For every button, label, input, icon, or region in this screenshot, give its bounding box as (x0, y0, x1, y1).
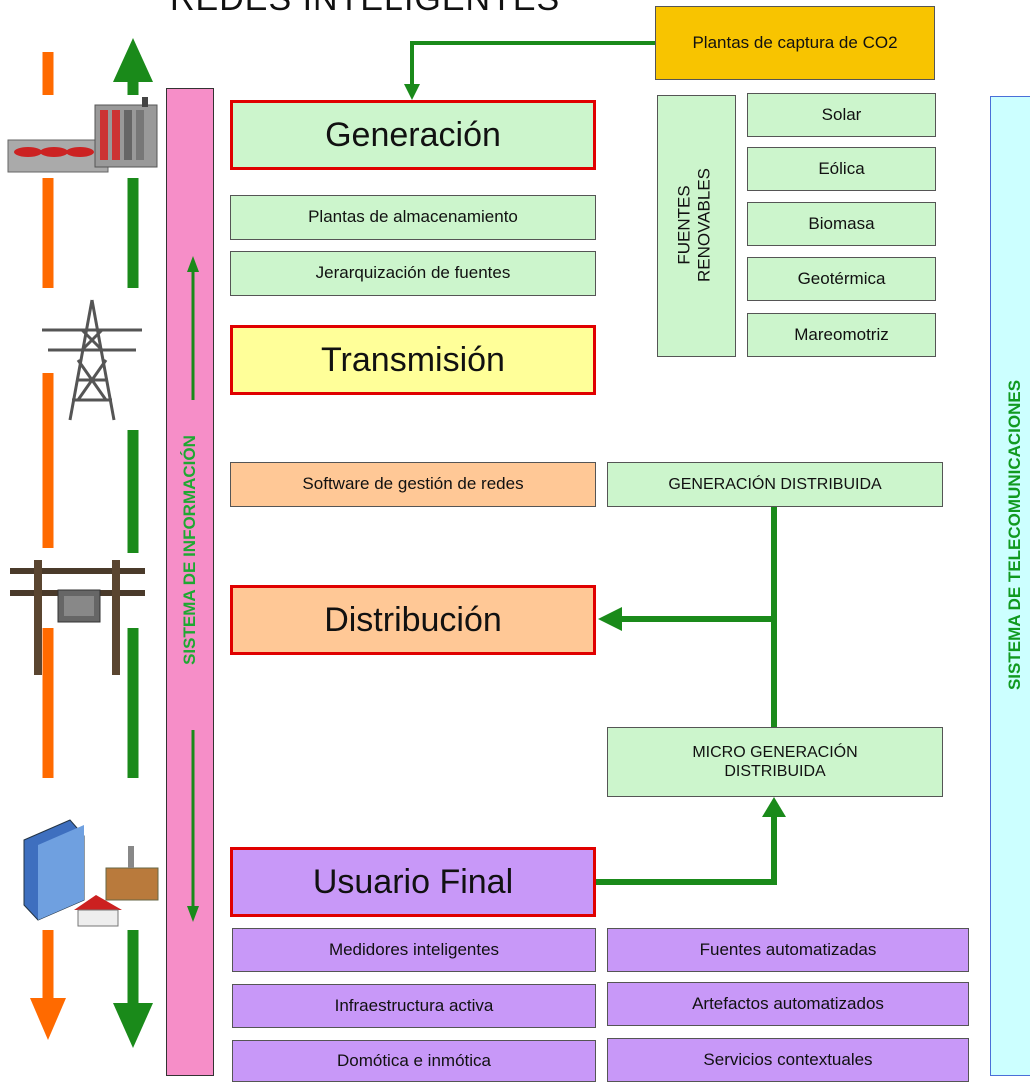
software-box: Software de gestión de redes (230, 462, 596, 507)
renewable-eolica: Eólica (747, 147, 936, 191)
utility-pole-icon (10, 560, 145, 675)
co2-to-generacion-arrow (404, 41, 655, 100)
power-plant-icon (7, 97, 158, 173)
renewable-geotermica: Geotérmica (747, 257, 936, 301)
generacion-item-storage: Plantas de almacenamiento (230, 195, 596, 240)
distributed-to-distribucion-arrow (598, 507, 777, 727)
usuario-item-infraestructura: Infraestructura activa (232, 984, 596, 1028)
green-flow-up-arrow (113, 38, 153, 95)
renewable-mareomotriz: Mareomotriz (747, 313, 936, 357)
generacion-item-hierarchy: Jerarquización de fuentes (230, 251, 596, 296)
renewable-biomasa: Biomasa (747, 202, 936, 246)
diagram-title: REDES INTELIGENTES (170, 0, 560, 19)
info-up-arrow (187, 256, 199, 400)
micro-gen-line1: MICRO GENERACIÓN (692, 743, 858, 761)
micro-gen-line2: DISTRIBUIDA (724, 763, 826, 780)
info-down-arrow (187, 730, 199, 922)
usuario-item-fuentes: Fuentes automatizadas (607, 928, 969, 972)
telecom-system-bar (990, 96, 1030, 1076)
usuario-item-medidores: Medidores inteligentes (232, 928, 596, 972)
buildings-icon (23, 819, 159, 927)
micro-gen-box: MICRO GENERACIÓN DISTRIBUIDA (607, 727, 943, 797)
renewable-solar: Solar (747, 93, 936, 137)
stage-transmision: Transmisión (230, 325, 596, 395)
gen-distribuida-box: GENERACIÓN DISTRIBUIDA (607, 462, 943, 507)
transmission-tower-icon (42, 299, 142, 421)
usuario-item-domotica: Domótica e inmótica (232, 1040, 596, 1082)
stage-distribucion: Distribución (230, 585, 596, 655)
stage-usuario-final: Usuario Final (230, 847, 596, 917)
orange-flow-arrow (30, 52, 66, 1040)
usuario-item-artefactos: Artefactos automatizados (607, 982, 969, 1026)
usuario-to-micro-arrow (596, 797, 786, 885)
stage-generacion: Generación (230, 100, 596, 170)
co2-capture-box: Plantas de captura de CO2 (655, 6, 935, 80)
green-flow-down-arrow (113, 178, 153, 1048)
usuario-item-servicios: Servicios contextuales (607, 1038, 969, 1082)
renewables-group (657, 95, 736, 357)
